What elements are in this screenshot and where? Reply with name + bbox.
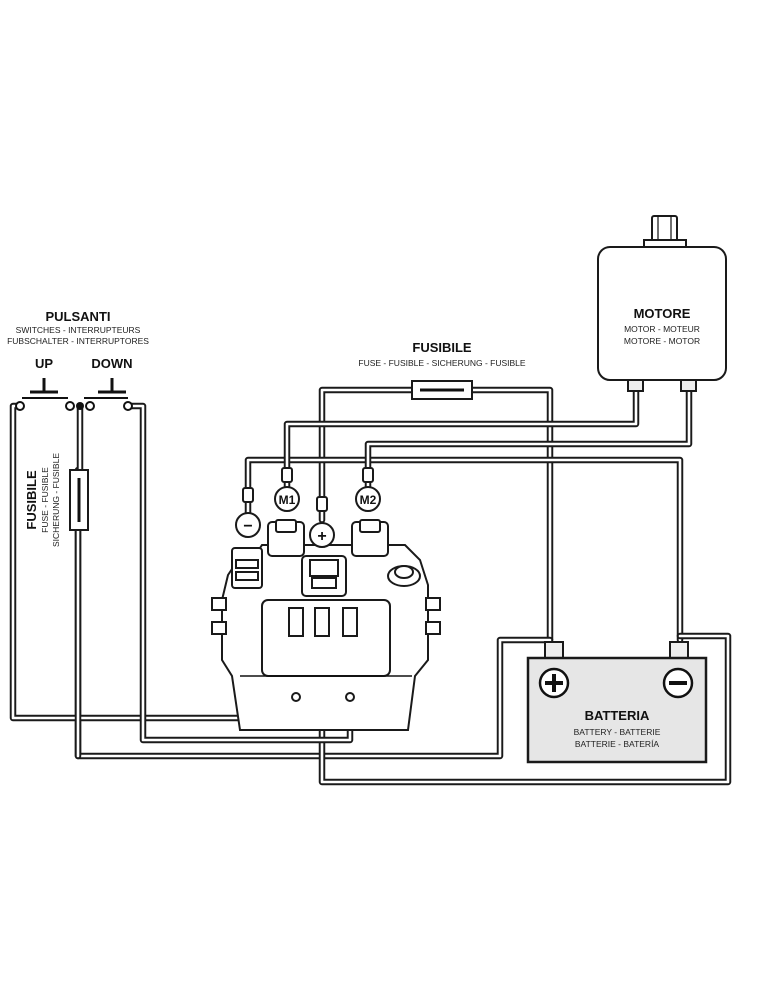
- up-label: UP: [35, 356, 53, 371]
- top-fuse: FUSIBILE FUSE - FUSIBLE - SICHERUNG - FU…: [358, 340, 526, 400]
- switch-junction: [76, 402, 84, 410]
- motor-title: MOTORE: [634, 306, 691, 321]
- m1-label: M1: [279, 493, 296, 507]
- motor: MOTORE MOTOR - MOTEUR MOTORE - MOTOR: [597, 215, 727, 392]
- left-fuse: FUSIBILE FUSE - FUSIBLE SICHERUNG - FUSI…: [24, 453, 89, 547]
- pulsanti-title: PULSANTI: [46, 309, 111, 324]
- terminal-plus-label: +: [317, 528, 326, 545]
- pulsanti-subtitle-2: FUBSCHALTER - INTERRUPTORES: [7, 336, 149, 346]
- battery-title: BATTERIA: [585, 708, 650, 723]
- terminal-m2: M2: [355, 467, 381, 512]
- solenoid: [211, 519, 441, 731]
- motor-subtitle-2: MOTORE - MOTOR: [624, 336, 700, 346]
- down-switch[interactable]: [84, 378, 133, 411]
- left-fuse-subtitle-1: FUSE - FUSIBLE: [40, 467, 50, 533]
- pulsanti-subtitle-1: SWITCHES - INTERRUPTEURS: [16, 325, 141, 335]
- wire-motor-m2: [364, 386, 693, 494]
- terminal-negative: −: [235, 487, 261, 538]
- motor-subtitle-1: MOTOR - MOTEUR: [624, 324, 700, 334]
- battery: BATTERIA BATTERY - BATTERIE BATTERIE - B…: [526, 641, 708, 764]
- down-label: DOWN: [91, 356, 132, 371]
- terminal-minus-label: −: [243, 518, 252, 535]
- top-fuse-title: FUSIBILE: [412, 340, 472, 355]
- terminal-positive: +: [309, 496, 335, 548]
- wire-motor-m1: [283, 386, 640, 494]
- switches: PULSANTI SWITCHES - INTERRUPTEURS FUBSCH…: [7, 309, 149, 411]
- battery-subtitle-2: BATTERIE - BATERÍA: [575, 739, 660, 749]
- left-fuse-title: FUSIBILE: [24, 470, 39, 530]
- terminal-m1: M1: [274, 467, 300, 512]
- m2-label: M2: [360, 493, 377, 507]
- left-fuse-subtitle-2: SICHERUNG - FUSIBLE: [51, 453, 61, 547]
- top-fuse-subtitle: FUSE - FUSIBLE - SICHERUNG - FUSIBLE: [358, 358, 526, 368]
- battery-subtitle-1: BATTERY - BATTERIE: [574, 727, 661, 737]
- up-switch[interactable]: [15, 378, 75, 411]
